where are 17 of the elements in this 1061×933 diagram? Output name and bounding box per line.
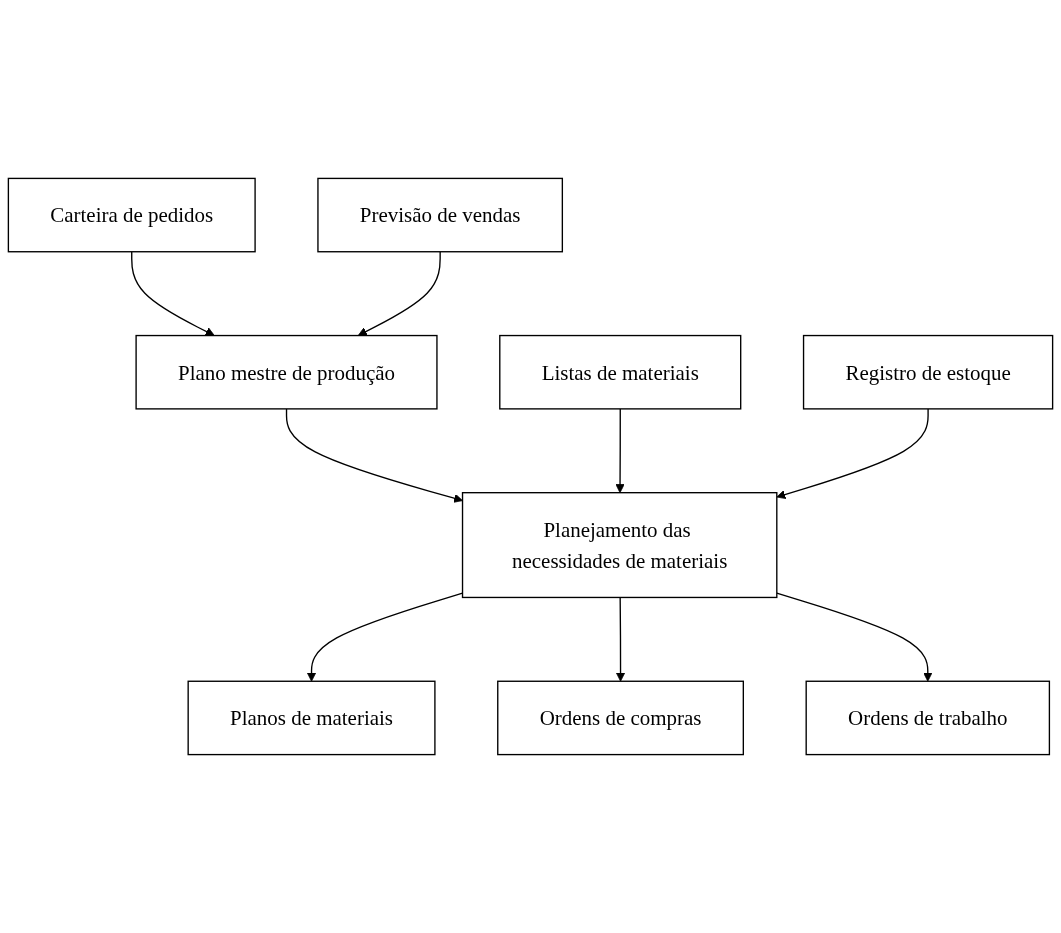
node-box: Registro de estoque — [802, 334, 1054, 410]
node-box: Carteira de pedidos — [7, 177, 256, 253]
node-box: Planos de materiais — [187, 680, 436, 756]
arrow — [615, 596, 626, 682]
arrow — [776, 592, 933, 682]
node-box: Planejamento das necessidades de materiais — [461, 492, 778, 599]
arrow — [306, 592, 464, 682]
arrow — [285, 408, 463, 503]
node-box: Ordens de compras — [497, 680, 744, 756]
arrow — [776, 408, 929, 499]
arrow — [615, 408, 625, 494]
node-box: Previsão de vendas — [317, 177, 564, 253]
node-box: Listas de materiais — [499, 334, 742, 410]
node-box: Ordens de trabalho — [805, 680, 1051, 756]
arrow — [131, 251, 215, 336]
arrow — [357, 251, 441, 336]
node-box: Plano mestre de produção — [135, 334, 438, 410]
